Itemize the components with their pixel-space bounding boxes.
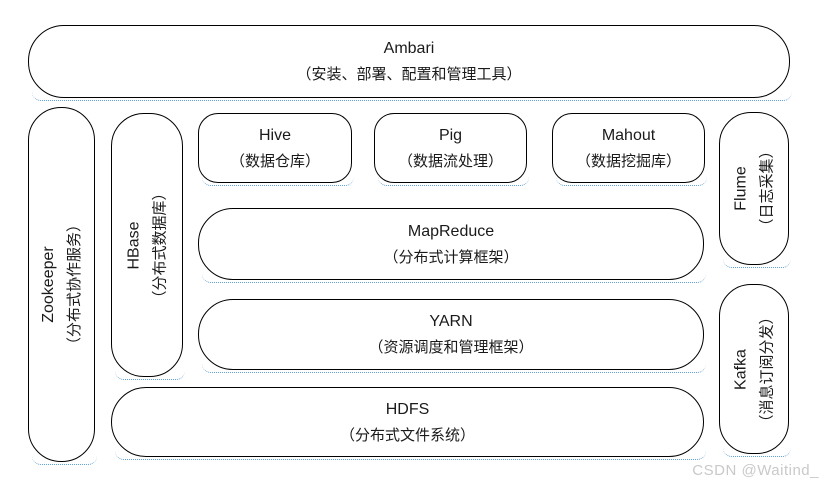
node-flume-desc: （日志采集） [758, 143, 776, 234]
node-hdfs-name: HDFS [385, 400, 430, 418]
node-zookeeper-desc: （分布式协作服务） [66, 216, 84, 353]
node-hdfs: HDFS （分布式文件系统） [111, 387, 706, 460]
node-pig-desc: （数据流处理） [397, 152, 503, 170]
node-mahout-desc: （数据挖掘库） [575, 152, 681, 170]
csdn-watermark: CSDN @Waitind_ [692, 462, 819, 479]
node-hdfs-desc: （分布式文件系统） [339, 426, 475, 444]
node-mahout: Mahout （数据挖掘库） [552, 113, 707, 186]
node-hbase: HBase （分布式数据库） [111, 113, 185, 380]
node-hive: Hive （数据仓库） [198, 113, 354, 186]
node-yarn-name: YARN [429, 313, 473, 330]
node-pig-name: Pig [438, 126, 463, 144]
node-flume-text: Flume （日志采集） [729, 143, 780, 233]
node-mapreduce-desc: （分布式计算框架） [383, 248, 519, 266]
node-hive-desc: （数据仓库） [229, 152, 320, 170]
node-mapreduce-name: MapReduce [407, 222, 495, 240]
node-flume-name: Flume [732, 166, 750, 211]
node-kafka-desc: （消息订阅分发） [758, 308, 776, 430]
node-zookeeper-text: Zookeeper （分布式协作服务） [36, 217, 87, 352]
node-ambari-desc: （安装、部署、配置和管理工具） [296, 66, 522, 83]
node-kafka-name: Kafka [732, 348, 750, 390]
node-mapreduce: MapReduce （分布式计算框架） [198, 208, 706, 283]
node-hbase-text: HBase （分布式数据库） [122, 185, 173, 305]
node-flume: Flume （日志采集） [719, 112, 791, 268]
node-ambari-name: Ambari [383, 40, 435, 57]
node-hbase-name: HBase [125, 220, 143, 270]
node-zookeeper: Zookeeper （分布式协作服务） [28, 107, 97, 465]
node-zookeeper-name: Zookeeper [40, 246, 58, 323]
node-hive-name: Hive [258, 126, 291, 144]
node-yarn: YARN （资源调度和管理框架） [198, 299, 706, 373]
node-kafka-text: Kafka （消息订阅分发） [729, 309, 780, 429]
node-mahout-name: Mahout [601, 126, 656, 144]
node-kafka: Kafka （消息订阅分发） [719, 284, 791, 457]
node-pig: Pig （数据流处理） [374, 113, 529, 186]
node-yarn-desc: （资源调度和管理框架） [368, 339, 534, 356]
node-ambari: Ambari （安装、部署、配置和管理工具） [28, 25, 792, 101]
node-hbase-desc: （分布式数据库） [151, 184, 169, 306]
